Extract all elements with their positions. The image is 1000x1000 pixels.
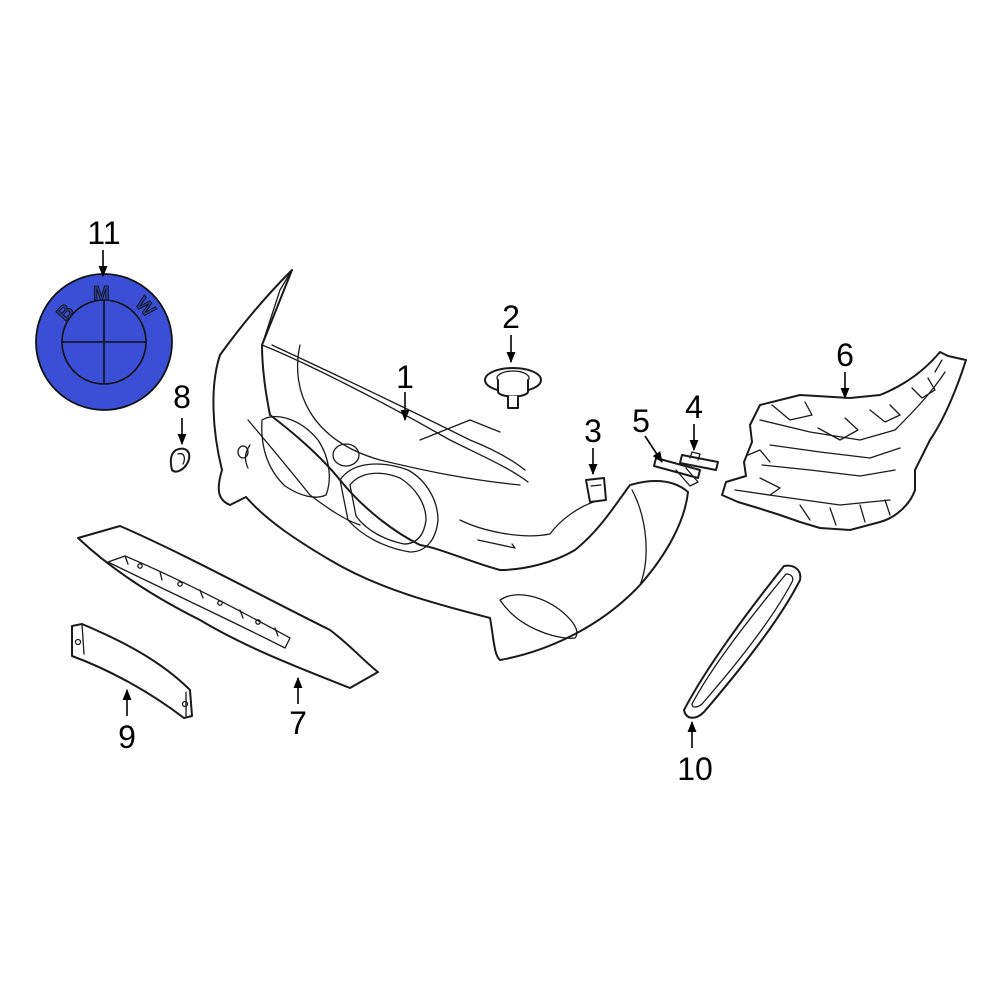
small-bracket-part[interactable] [679,451,719,471]
callout-5: 5 [632,403,650,439]
callout-8: 8 [173,379,191,415]
emblem-part[interactable]: B M W [35,273,173,411]
callout-10: 10 [677,751,713,787]
leader-lines [98,250,850,748]
leader-5 [644,435,663,463]
callout-6: 6 [836,337,854,373]
callout-3: 3 [584,413,602,449]
callout-4: 4 [685,389,703,425]
emblem-letter-m: M [93,283,110,305]
lower-trim-part[interactable] [77,525,379,689]
trim-strip-part[interactable] [683,564,802,719]
clip-nut-part[interactable] [585,477,607,503]
license-plate-bracket-part[interactable] [71,623,193,719]
callout-7: 7 [289,705,307,741]
callout-9: 9 [118,719,136,755]
tow-hook-cover-part[interactable] [169,447,191,473]
slide-bracket-part[interactable] [653,457,701,487]
bumper-cover-part[interactable] [212,269,689,661]
callout-11: 11 [87,215,120,251]
callout-labels: 1 2 3 4 5 6 7 8 9 10 11 [87,215,854,787]
callout-2: 2 [502,299,520,335]
bumper-carrier-part[interactable] [721,351,967,531]
callout-1: 1 [396,359,414,395]
push-clip-part[interactable] [484,367,542,409]
